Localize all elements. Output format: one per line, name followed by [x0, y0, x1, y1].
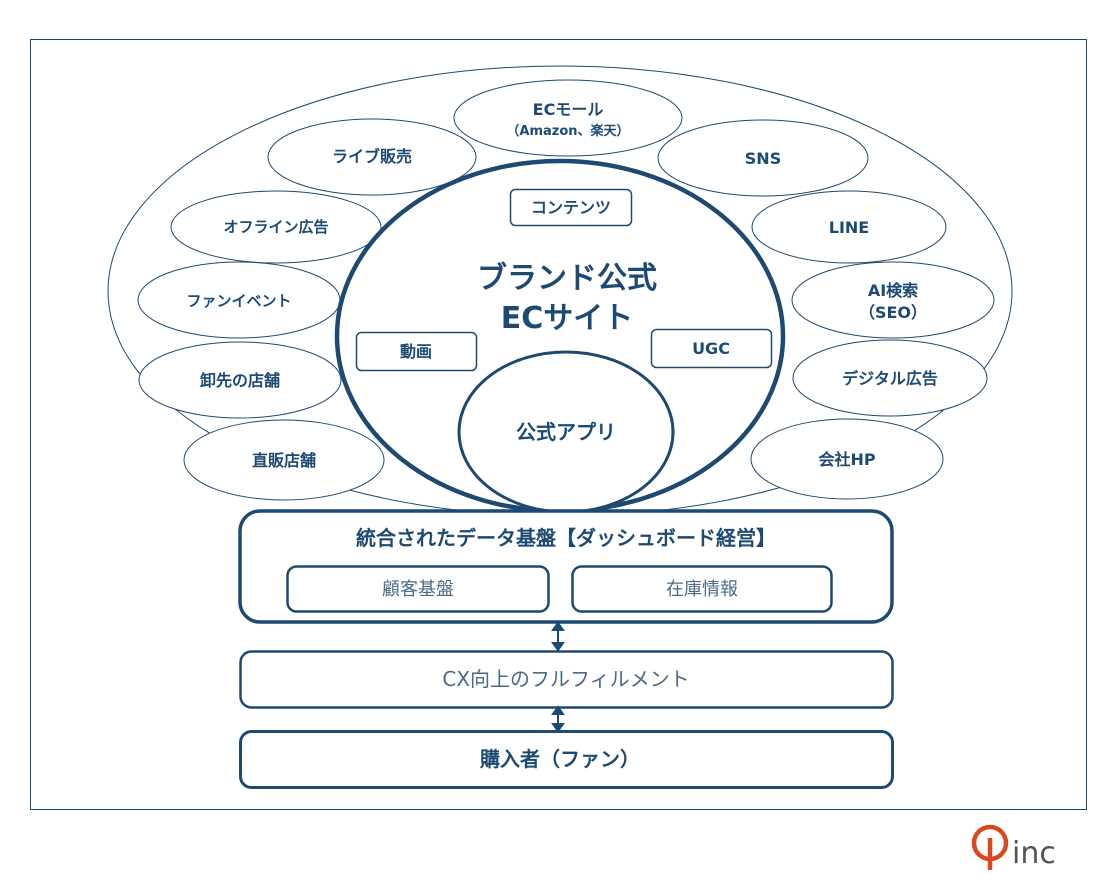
label-text: デジタル広告 [842, 369, 938, 388]
double-arrow-icon [551, 621, 565, 652]
data-platform-title: 統合されたデータ基盤【ダッシュボード経営】 [356, 526, 776, 550]
label-text: 在庫情報 [666, 579, 738, 600]
contents-box: コンテンツ [509, 188, 633, 227]
label-text: （Amazon、楽天） [506, 123, 629, 139]
label-text: 顧客基盤 [382, 579, 454, 600]
channel-ai-search: AI検索 （SEO） [791, 261, 995, 339]
video-box: 動画 [355, 331, 478, 372]
inventory-box [571, 565, 833, 613]
channel-live-commerce: ライブ販売 [267, 118, 477, 196]
official-app: 公式アプリ [457, 350, 675, 514]
fulfillment-box: CX向上のフルフィルメント [239, 650, 894, 709]
label-text: 卸先の店舗 [200, 371, 280, 390]
label-text: ファンイベント [186, 292, 291, 310]
label-text: 動画 [400, 342, 432, 361]
channel-direct-store: 直販店舗 [183, 419, 385, 501]
brand-title-line2: ECサイト [501, 301, 634, 336]
channel-sns: SNS [657, 119, 869, 197]
channel-digital-ad: デジタル広告 [792, 339, 988, 417]
customer-base-box [286, 565, 550, 613]
label-text: LINE [829, 218, 869, 237]
data-platform-box: 統合されたデータ基盤【ダッシュボード経営】 顧客基盤 在庫情報 [238, 509, 894, 624]
label-text: コンテンツ [531, 198, 611, 217]
brand-title-line1: ブランド公式 [477, 261, 657, 296]
double-arrow-icon [551, 705, 565, 733]
label-text: ECモール [533, 100, 604, 119]
label-text: （SEO） [859, 303, 927, 322]
label-text: SNS [745, 149, 781, 168]
channel-ec-mall: ECモール （Amazon、楽天） [453, 79, 683, 157]
label-text: 購入者（ファン） [480, 747, 640, 771]
label-text: オフライン広告 [223, 218, 328, 236]
label-text: ライブ販売 [332, 147, 412, 166]
label-text: 公式アプリ [516, 420, 616, 444]
label-text: inc [1012, 836, 1056, 871]
channel-fan-event: ファンイベント [137, 261, 341, 339]
channel-wholesale-store: 卸先の店舗 [138, 341, 342, 419]
diagram-frame [30, 39, 1087, 810]
label-text: UGC [692, 339, 730, 358]
label-text: CX向上のフルフィルメント [442, 667, 689, 691]
label-text: 直販店舗 [252, 451, 316, 470]
channel-company-hp: 会社HP [750, 418, 944, 500]
company-logo: inc [971, 824, 1056, 871]
channel-line: LINE [751, 190, 947, 264]
buyer-box: 購入者（ファン） [239, 730, 894, 789]
label-text: AI検索 [868, 281, 918, 300]
label-text: 会社HP [818, 450, 875, 469]
channel-offline-ad: オフライン広告 [170, 190, 382, 264]
ugc-box: UGC [650, 328, 773, 369]
